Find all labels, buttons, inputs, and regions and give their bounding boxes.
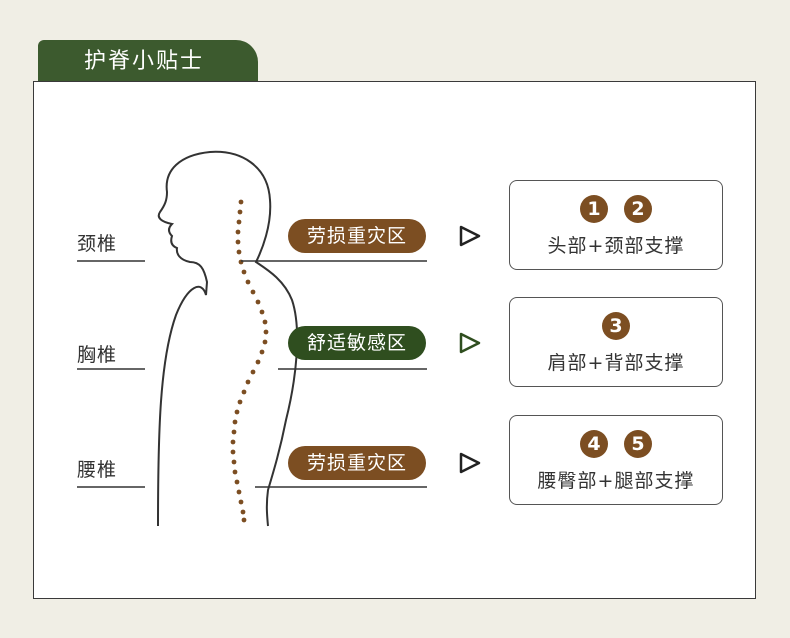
number-badge: 1 bbox=[580, 195, 608, 223]
support-text: 头部+颈部支撑 bbox=[547, 235, 685, 257]
label-thoracic: 胸椎 bbox=[77, 344, 118, 366]
number-badge: 5 bbox=[624, 430, 652, 458]
number-badge: 2 bbox=[624, 195, 652, 223]
play-arrow-icon bbox=[459, 332, 481, 354]
support-text: 腰臀部+腿部支撑 bbox=[537, 470, 695, 492]
spine-dots bbox=[230, 199, 269, 523]
support-box-shoulder-back: 3 肩部+背部支撑 bbox=[509, 297, 723, 387]
zone-pill-waist: 劳损重灾区 bbox=[288, 446, 426, 480]
support-text: 肩部+背部支撑 bbox=[547, 352, 685, 374]
play-arrow-icon bbox=[459, 452, 481, 474]
tab-title: 护脊小贴士 bbox=[84, 49, 205, 74]
label-cervical: 颈椎 bbox=[77, 233, 118, 255]
label-lumbar: 腰椎 bbox=[77, 459, 118, 481]
body-outline bbox=[157, 150, 299, 527]
play-arrow-icon bbox=[459, 225, 481, 247]
zone-pill-chest: 舒适敏感区 bbox=[288, 326, 426, 360]
number-badge: 4 bbox=[580, 430, 608, 458]
zone-pill-neck: 劳损重灾区 bbox=[288, 219, 426, 253]
number-badge: 3 bbox=[602, 312, 630, 340]
tips-tab: 护脊小贴士 bbox=[38, 40, 258, 82]
